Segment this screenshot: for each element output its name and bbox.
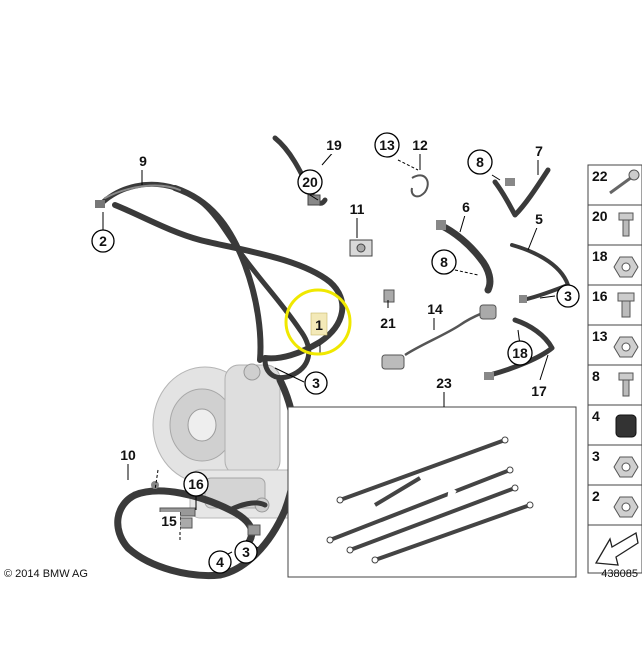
hardware-cell-2[interactable]: 2 [588, 484, 642, 518]
hardware-icon [613, 456, 639, 478]
callout-6[interactable]: 6 [458, 198, 474, 216]
callout-15-label: 15 [161, 513, 177, 529]
callout-8-lower[interactable]: 8 [431, 249, 457, 275]
callout-18[interactable]: 18 [507, 340, 533, 366]
hardware-cell-3[interactable]: 3 [588, 444, 642, 478]
view-arrow-cell[interactable] [588, 524, 642, 566]
hardware-icon [617, 292, 635, 318]
callout-20-upper[interactable]: 20 [297, 169, 323, 195]
callout-3-right[interactable]: 3 [556, 284, 580, 308]
hardware-parts-column: 22 20 18 16 13 8 4 3 2 [587, 164, 642, 574]
callout-21[interactable]: 21 [377, 314, 399, 332]
hardware-cell-4[interactable]: 4 [588, 404, 642, 438]
callout-3-bottom-label: 3 [242, 544, 250, 560]
callout-5-label: 5 [535, 211, 543, 227]
copyright-text: © 2014 BMW AG [4, 568, 88, 580]
callout-8-upper-label: 8 [476, 154, 484, 170]
part-21-bolt [383, 289, 395, 303]
callout-23[interactable]: 23 [432, 374, 456, 392]
callout-1-label: 1 [315, 317, 323, 333]
callout-9-label: 9 [139, 153, 147, 169]
callout-13[interactable]: 13 [374, 132, 400, 158]
callout-14[interactable]: 14 [424, 300, 446, 318]
hardware-cell-label: 18 [592, 248, 608, 264]
part-19-cable [272, 135, 328, 206]
callout-11-label: 11 [350, 201, 365, 217]
hardware-icon [609, 169, 640, 195]
hardware-icon [613, 496, 639, 518]
hardware-cell-label: 8 [592, 368, 600, 384]
part-14-sensor-cable [381, 304, 497, 370]
callout-9[interactable]: 9 [135, 152, 151, 170]
callout-6-label: 6 [462, 199, 470, 215]
callout-20-label: 20 [302, 174, 318, 190]
hardware-cell-label: 16 [592, 288, 608, 304]
hardware-cell-20[interactable]: 20 [588, 204, 642, 237]
callout-3-bottom[interactable]: 3 [234, 540, 258, 564]
callout-8-upper[interactable]: 8 [467, 149, 493, 175]
part-11-clip [349, 239, 373, 257]
hardware-icon [613, 336, 639, 358]
callout-3-middle[interactable]: 3 [304, 371, 328, 395]
callout-1-box[interactable] [310, 312, 328, 336]
callout-10-label: 10 [120, 447, 136, 463]
callout-16[interactable]: 16 [183, 471, 209, 497]
part-6-cable [436, 220, 494, 294]
callout-12-label: 12 [412, 137, 428, 153]
callout-23-label: 23 [436, 375, 452, 391]
hardware-cell-18[interactable]: 18 [588, 244, 642, 278]
hardware-cell-label: 22 [592, 168, 608, 184]
callout-7-label: 7 [535, 143, 543, 159]
callout-4-label: 4 [216, 554, 224, 570]
kit-cables [326, 436, 534, 564]
callout-19[interactable]: 19 [323, 136, 345, 154]
main-battery-cable [97, 181, 346, 579]
hardware-cell-label: 13 [592, 328, 608, 344]
callout-16-label: 16 [188, 476, 204, 492]
callout-11[interactable]: 11 [346, 200, 368, 218]
hardware-cell-label: 20 [592, 208, 608, 224]
cable-kit-box [287, 392, 577, 578]
callout-21-label: 21 [380, 315, 396, 331]
hardware-icon [613, 256, 639, 278]
hardware-cell-13[interactable]: 13 [588, 324, 642, 358]
hardware-cell-16[interactable]: 16 [588, 284, 642, 318]
hardware-cell-22[interactable]: 22 [588, 164, 642, 195]
callout-4[interactable]: 4 [208, 550, 232, 574]
callout-13-label: 13 [379, 137, 395, 153]
hardware-cell-label: 3 [592, 448, 600, 464]
callout-8-lower-label: 8 [440, 254, 448, 270]
part-12-wire [410, 174, 429, 198]
hardware-icon [615, 414, 637, 438]
hardware-cell-8[interactable]: 8 [588, 364, 642, 397]
callout-12[interactable]: 12 [409, 136, 431, 154]
callout-3-right-label: 3 [564, 288, 572, 304]
part-17-cable [484, 317, 555, 380]
leader-lines [102, 149, 556, 557]
arrow-icon [594, 531, 639, 566]
callout-5[interactable]: 5 [531, 210, 547, 228]
callout-2-label: 2 [99, 233, 107, 249]
callout-17[interactable]: 17 [528, 382, 550, 400]
part-7-cable [492, 167, 551, 218]
callout-19-label: 19 [326, 137, 342, 153]
callout-10[interactable]: 10 [117, 446, 139, 464]
callout-14-label: 14 [427, 301, 443, 317]
hardware-cell-label: 2 [592, 488, 600, 504]
hardware-cell-label: 4 [592, 408, 600, 424]
callout-3-middle-label: 3 [312, 375, 320, 391]
callout-2[interactable]: 2 [91, 229, 115, 253]
callout-7[interactable]: 7 [531, 142, 547, 160]
diagram-number: 438085 [601, 568, 638, 580]
hardware-icon [618, 212, 634, 237]
callout-17-label: 17 [531, 383, 547, 399]
callout-15[interactable]: 15 [158, 512, 180, 530]
hardware-icon [618, 372, 634, 397]
callout-18-label: 18 [512, 345, 528, 361]
highlight-circle [284, 288, 352, 356]
